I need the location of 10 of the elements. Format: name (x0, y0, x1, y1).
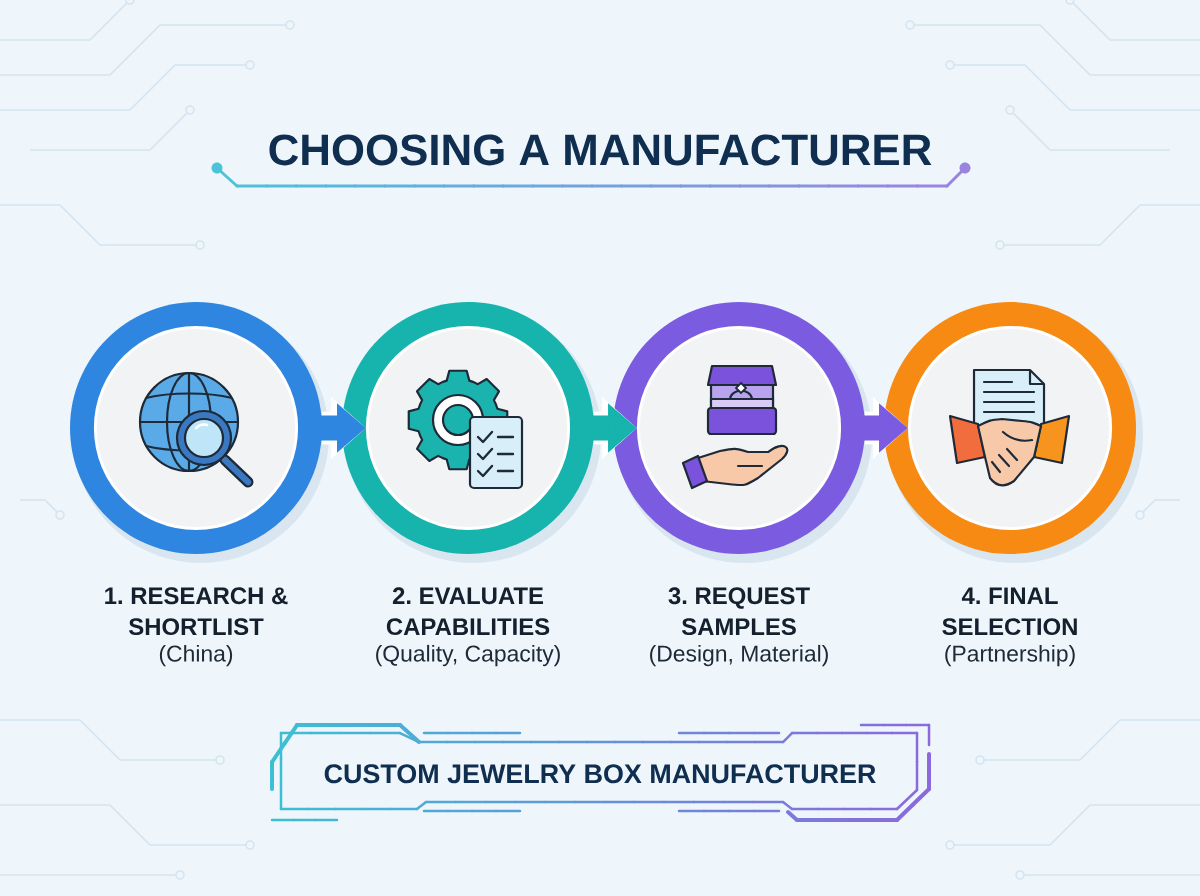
step-note: (Partnership) (945, 644, 1075, 667)
banner-title: CUSTOM JEWELRY BOX MANUFACTURER (324, 764, 876, 784)
step-note: (Quality, Capacity) (376, 644, 560, 667)
step-heading: 2. EVALUATE CAPABILITIES (386, 587, 550, 636)
step-heading: 4. FINAL SELECTION (942, 587, 1077, 636)
title: CHOOSING A MANUFACTURER (269, 134, 932, 166)
step-heading: 3. REQUEST SAMPLES (668, 587, 810, 636)
step-note: (China) (159, 644, 233, 667)
step-note: (Design, Material) (650, 644, 828, 667)
step-heading: 1. RESEARCH & SHORTLIST (105, 587, 288, 636)
